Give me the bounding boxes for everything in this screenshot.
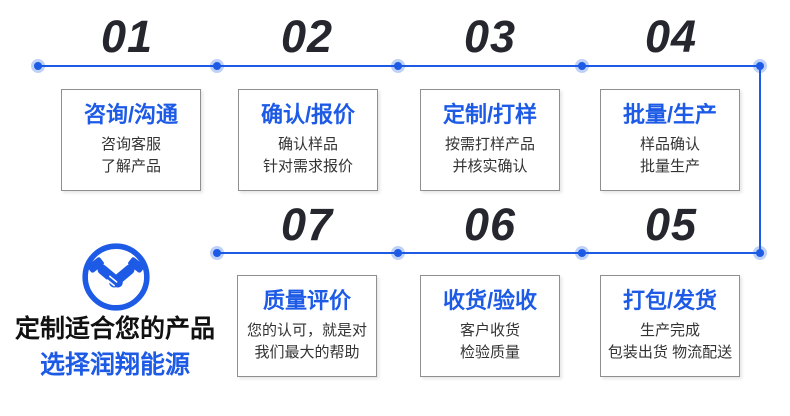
step-desc-line: 检验质量 <box>459 343 520 361</box>
footer-brand-line: 选择润翔能源 <box>39 351 190 379</box>
step-number-02: 02 <box>280 11 334 62</box>
step-number-06: 06 <box>463 199 517 250</box>
step-card-05: 打包/发货 生产完成 包装出货 物流配送 <box>600 275 740 377</box>
timeline-dot <box>394 249 402 257</box>
step-card-07: 质量评价 您的认可，就是对 我们最大的帮助 <box>237 275 377 377</box>
step-desc-line: 包装出货 物流配送 <box>607 343 733 361</box>
step-title: 收货/验收 <box>442 287 538 313</box>
timeline-dot <box>578 62 586 70</box>
timeline-dot <box>213 62 221 70</box>
step-card-04: 批量/生产 样品确认 批量生产 <box>600 89 740 191</box>
step-number-05: 05 <box>644 199 698 250</box>
step-desc-line: 并核实确认 <box>452 157 528 175</box>
timeline-dot <box>213 249 221 257</box>
step-number-04: 04 <box>644 11 698 62</box>
step-title: 确认/报价 <box>260 101 356 127</box>
step-card-02: 确认/报价 确认样品 针对需求报价 <box>238 89 378 191</box>
step-desc-line: 客户收货 <box>459 321 520 339</box>
timeline-line-bottom <box>217 252 760 254</box>
step-card-01: 咨询/沟通 咨询客服 了解产品 <box>61 89 201 191</box>
step-title: 定制/打样 <box>442 101 538 127</box>
step-title: 质量评价 <box>262 287 351 313</box>
step-title: 打包/发货 <box>622 287 718 313</box>
handshake-icon <box>79 240 153 314</box>
step-desc-line: 我们最大的帮助 <box>254 343 360 361</box>
step-desc-line: 咨询客服 <box>100 135 161 153</box>
timeline-dot <box>394 62 402 70</box>
timeline-line-right-connector <box>759 65 761 253</box>
timeline-dot <box>756 249 764 257</box>
step-card-06: 收货/验收 客户收货 检验质量 <box>420 275 560 377</box>
step-desc-line: 确认样品 <box>277 135 338 153</box>
timeline-dot <box>578 249 586 257</box>
step-desc-line: 样品确认 <box>639 135 700 153</box>
step-number-03: 03 <box>463 11 517 62</box>
step-desc-line: 按需打样产品 <box>444 135 535 153</box>
timeline-dot <box>34 62 42 70</box>
step-number-01: 01 <box>100 11 154 62</box>
step-title: 咨询/沟通 <box>83 101 179 127</box>
step-card-03: 定制/打样 按需打样产品 并核实确认 <box>420 89 560 191</box>
step-desc-line: 生产完成 <box>639 321 700 339</box>
footer-headline: 定制适合您的产品 <box>14 315 215 343</box>
step-number-07: 07 <box>280 199 334 250</box>
step-title: 批量/生产 <box>622 101 718 127</box>
step-desc-line: 了解产品 <box>100 157 161 175</box>
timeline-dot <box>756 62 764 70</box>
step-desc-line: 您的认可，就是对 <box>246 321 367 339</box>
step-desc-line: 批量生产 <box>639 157 700 175</box>
step-desc-line: 针对需求报价 <box>262 157 353 175</box>
